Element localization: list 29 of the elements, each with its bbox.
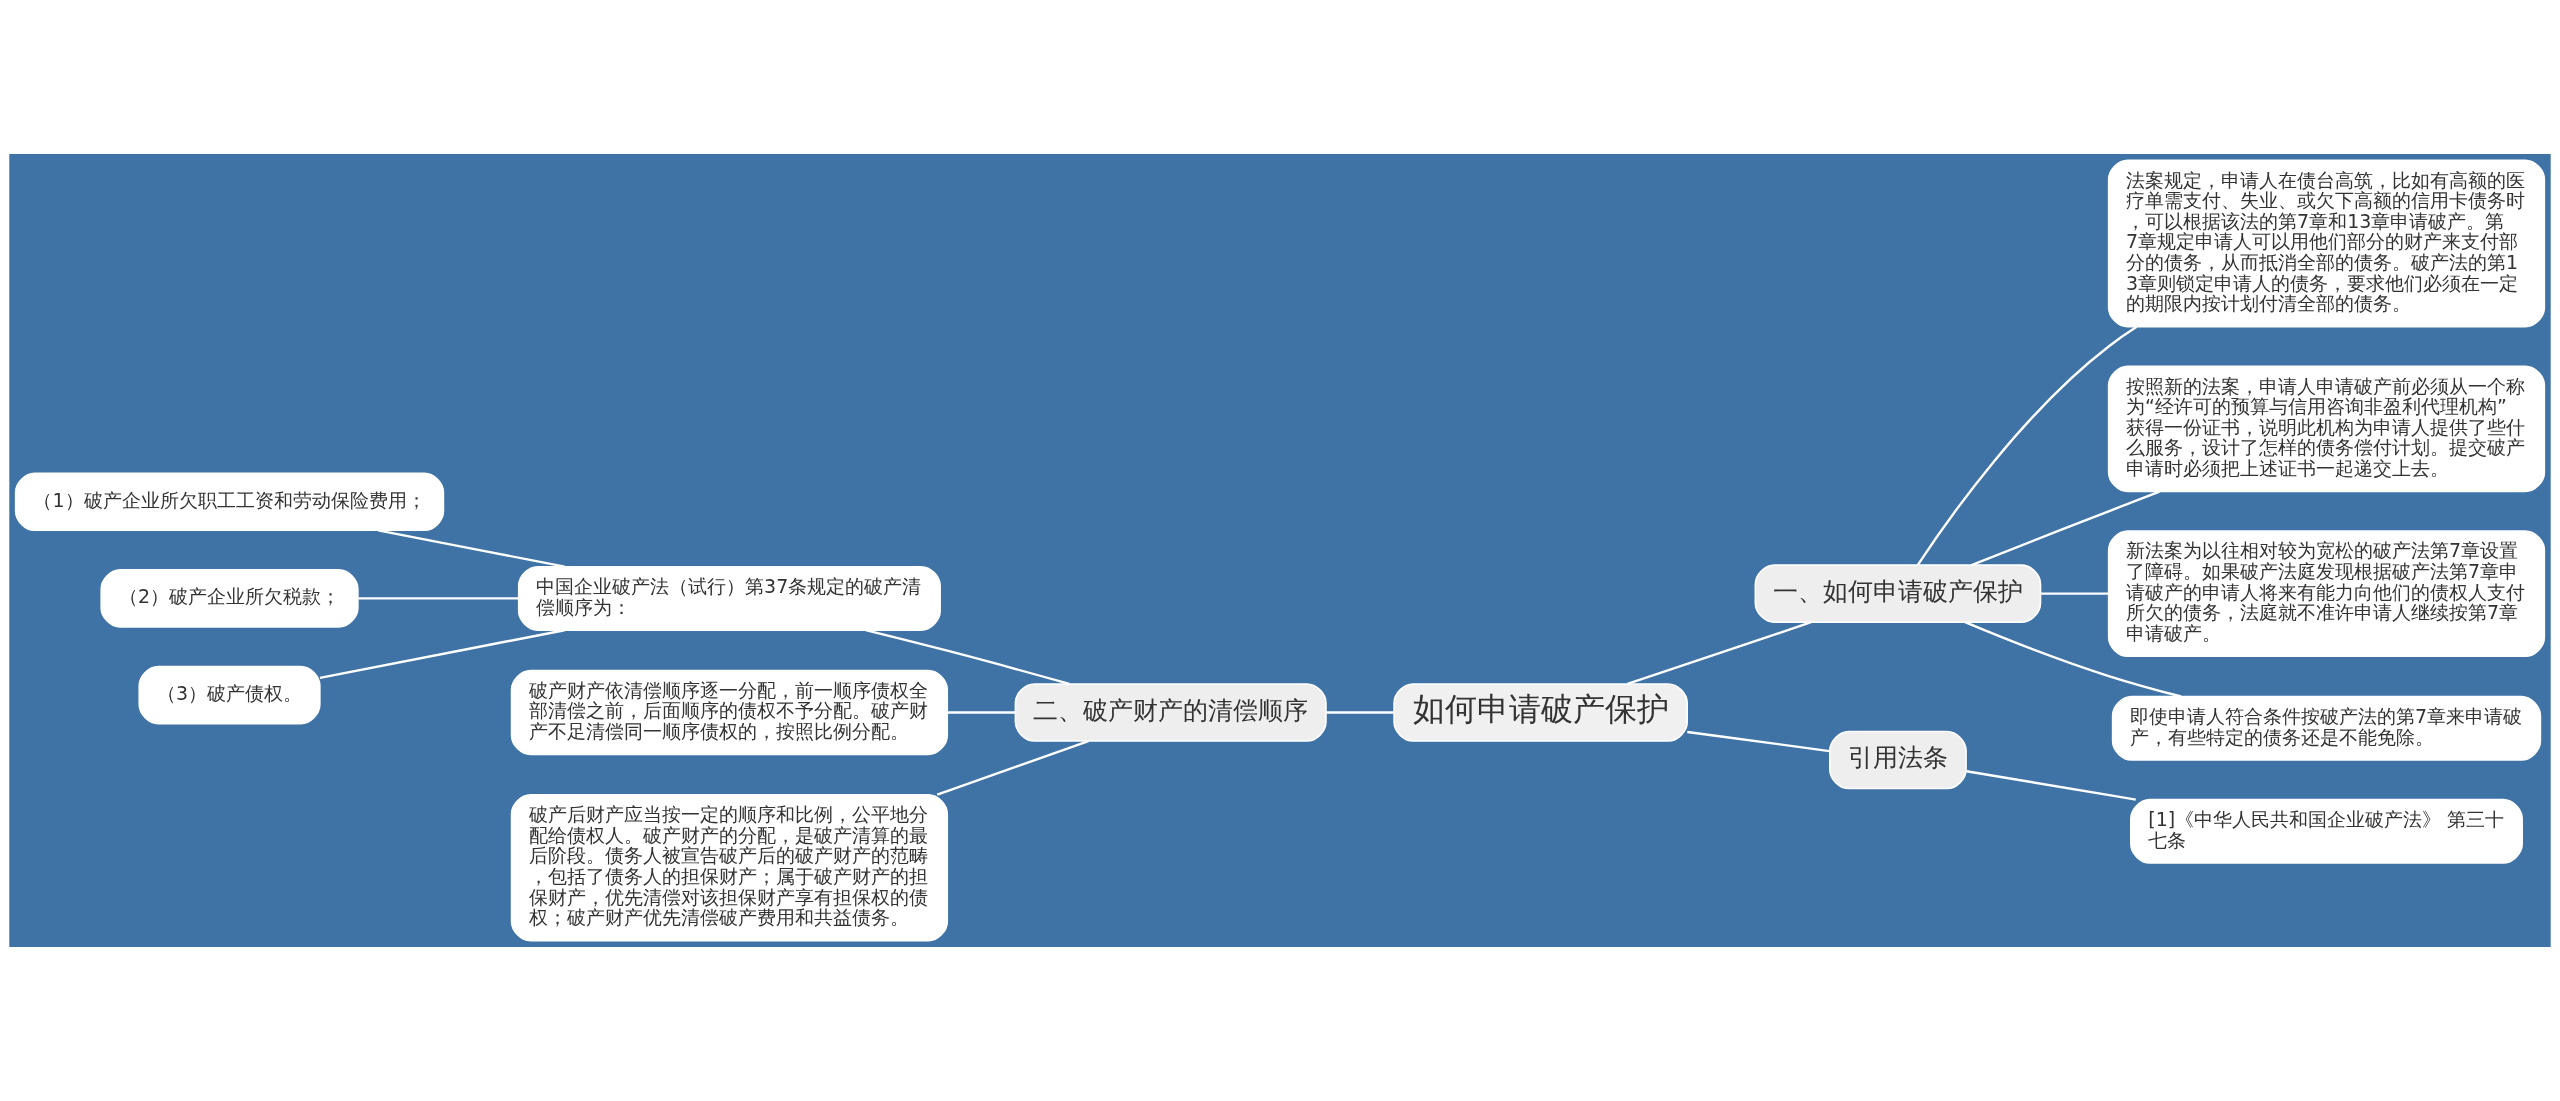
node-box: 即使申请人符合条件按破产法的第7章来申请破产，有些特定的债务还是不能免除。 (2111, 695, 2542, 761)
connector (1916, 325, 2138, 566)
node-box: 法案规定，申请人在债台高筑，比如有高额的医疗单需支付、失业、或欠下高额的信用卡债务时，可以根据该法的第7章和13章申请破产。第7章规定申请人可以用他们部分的财产来支付部分的债务，从而抵消全部的债务。破产法的第13章则锁定申请人的债务，要求他们必须在一定的期限内按计划付清全部的债务。 (2107, 159, 2546, 328)
node-box: （2）破产企业所欠税款； (100, 569, 359, 628)
connector (1971, 490, 2160, 567)
connector (1964, 621, 2182, 698)
connector (865, 629, 1070, 686)
node-box: 引用法条 (1829, 730, 1967, 790)
node-box: 按照新的法案，申请人申请破产前必须从一个称为“经许可的预算与信用咨询非盈利代理机构”获得一份证书，说明此机构为申请人提供了些什么服务，设计了怎样的债务偿付计划。提交破产申请时必须把上述证书一起递交上去。 (2107, 365, 2546, 493)
connector (1627, 621, 1812, 685)
node-box: 破产后财产应当按一定的顺序和比例，公平地分配给债权人。破产财产的分配，是破产清算的最后阶段。债务人被宣告破产后的破产财产的范畴，包括了债务人的担保财产；属于破产财产的担保财产，优先清偿对该担保财产享有担保权的债权；破产财产优先清偿破产费用和共益债务。 (510, 794, 949, 942)
node-box: 一、如何申请破产保护 (1754, 564, 2042, 623)
connector (319, 629, 565, 679)
connector (936, 739, 1089, 796)
connector (1966, 770, 2136, 801)
connector (358, 597, 519, 600)
connector (1687, 730, 1830, 753)
connector (1326, 711, 1394, 714)
connector (947, 711, 1016, 714)
node-box: 破产财产依清偿顺序逐一分配，前一顺序债权全部清偿之前，后面顺序的债权不予分配。破产财产不足清偿同一顺序债权的，按照比例分配。 (510, 669, 949, 756)
node-box: （3）破产债权。 (138, 665, 321, 725)
node-box: [1]《中华人民共和国企业破产法》 第三十七条 (2130, 798, 2523, 864)
node-box: 如何申请破产保护 (1393, 683, 1688, 742)
connector (377, 529, 565, 568)
node-box: 二、破产财产的清偿顺序 (1014, 683, 1327, 742)
node-box: 中国企业破产法（试行）第37条规定的破产清偿顺序为： (517, 565, 941, 631)
node-box: 新法案为以往相对较为宽松的破产法第7章设置了障碍。如果破产法庭发现根据破产法第7章申请破产的申请人将来有能力向他们的债权人支付所欠的债务，法庭就不准许申请人继续按第7章申请破产。 (2107, 530, 2546, 658)
connector (2040, 592, 2109, 595)
node-box: （1）破产企业所欠职工工资和劳动保险费用； (14, 472, 445, 532)
